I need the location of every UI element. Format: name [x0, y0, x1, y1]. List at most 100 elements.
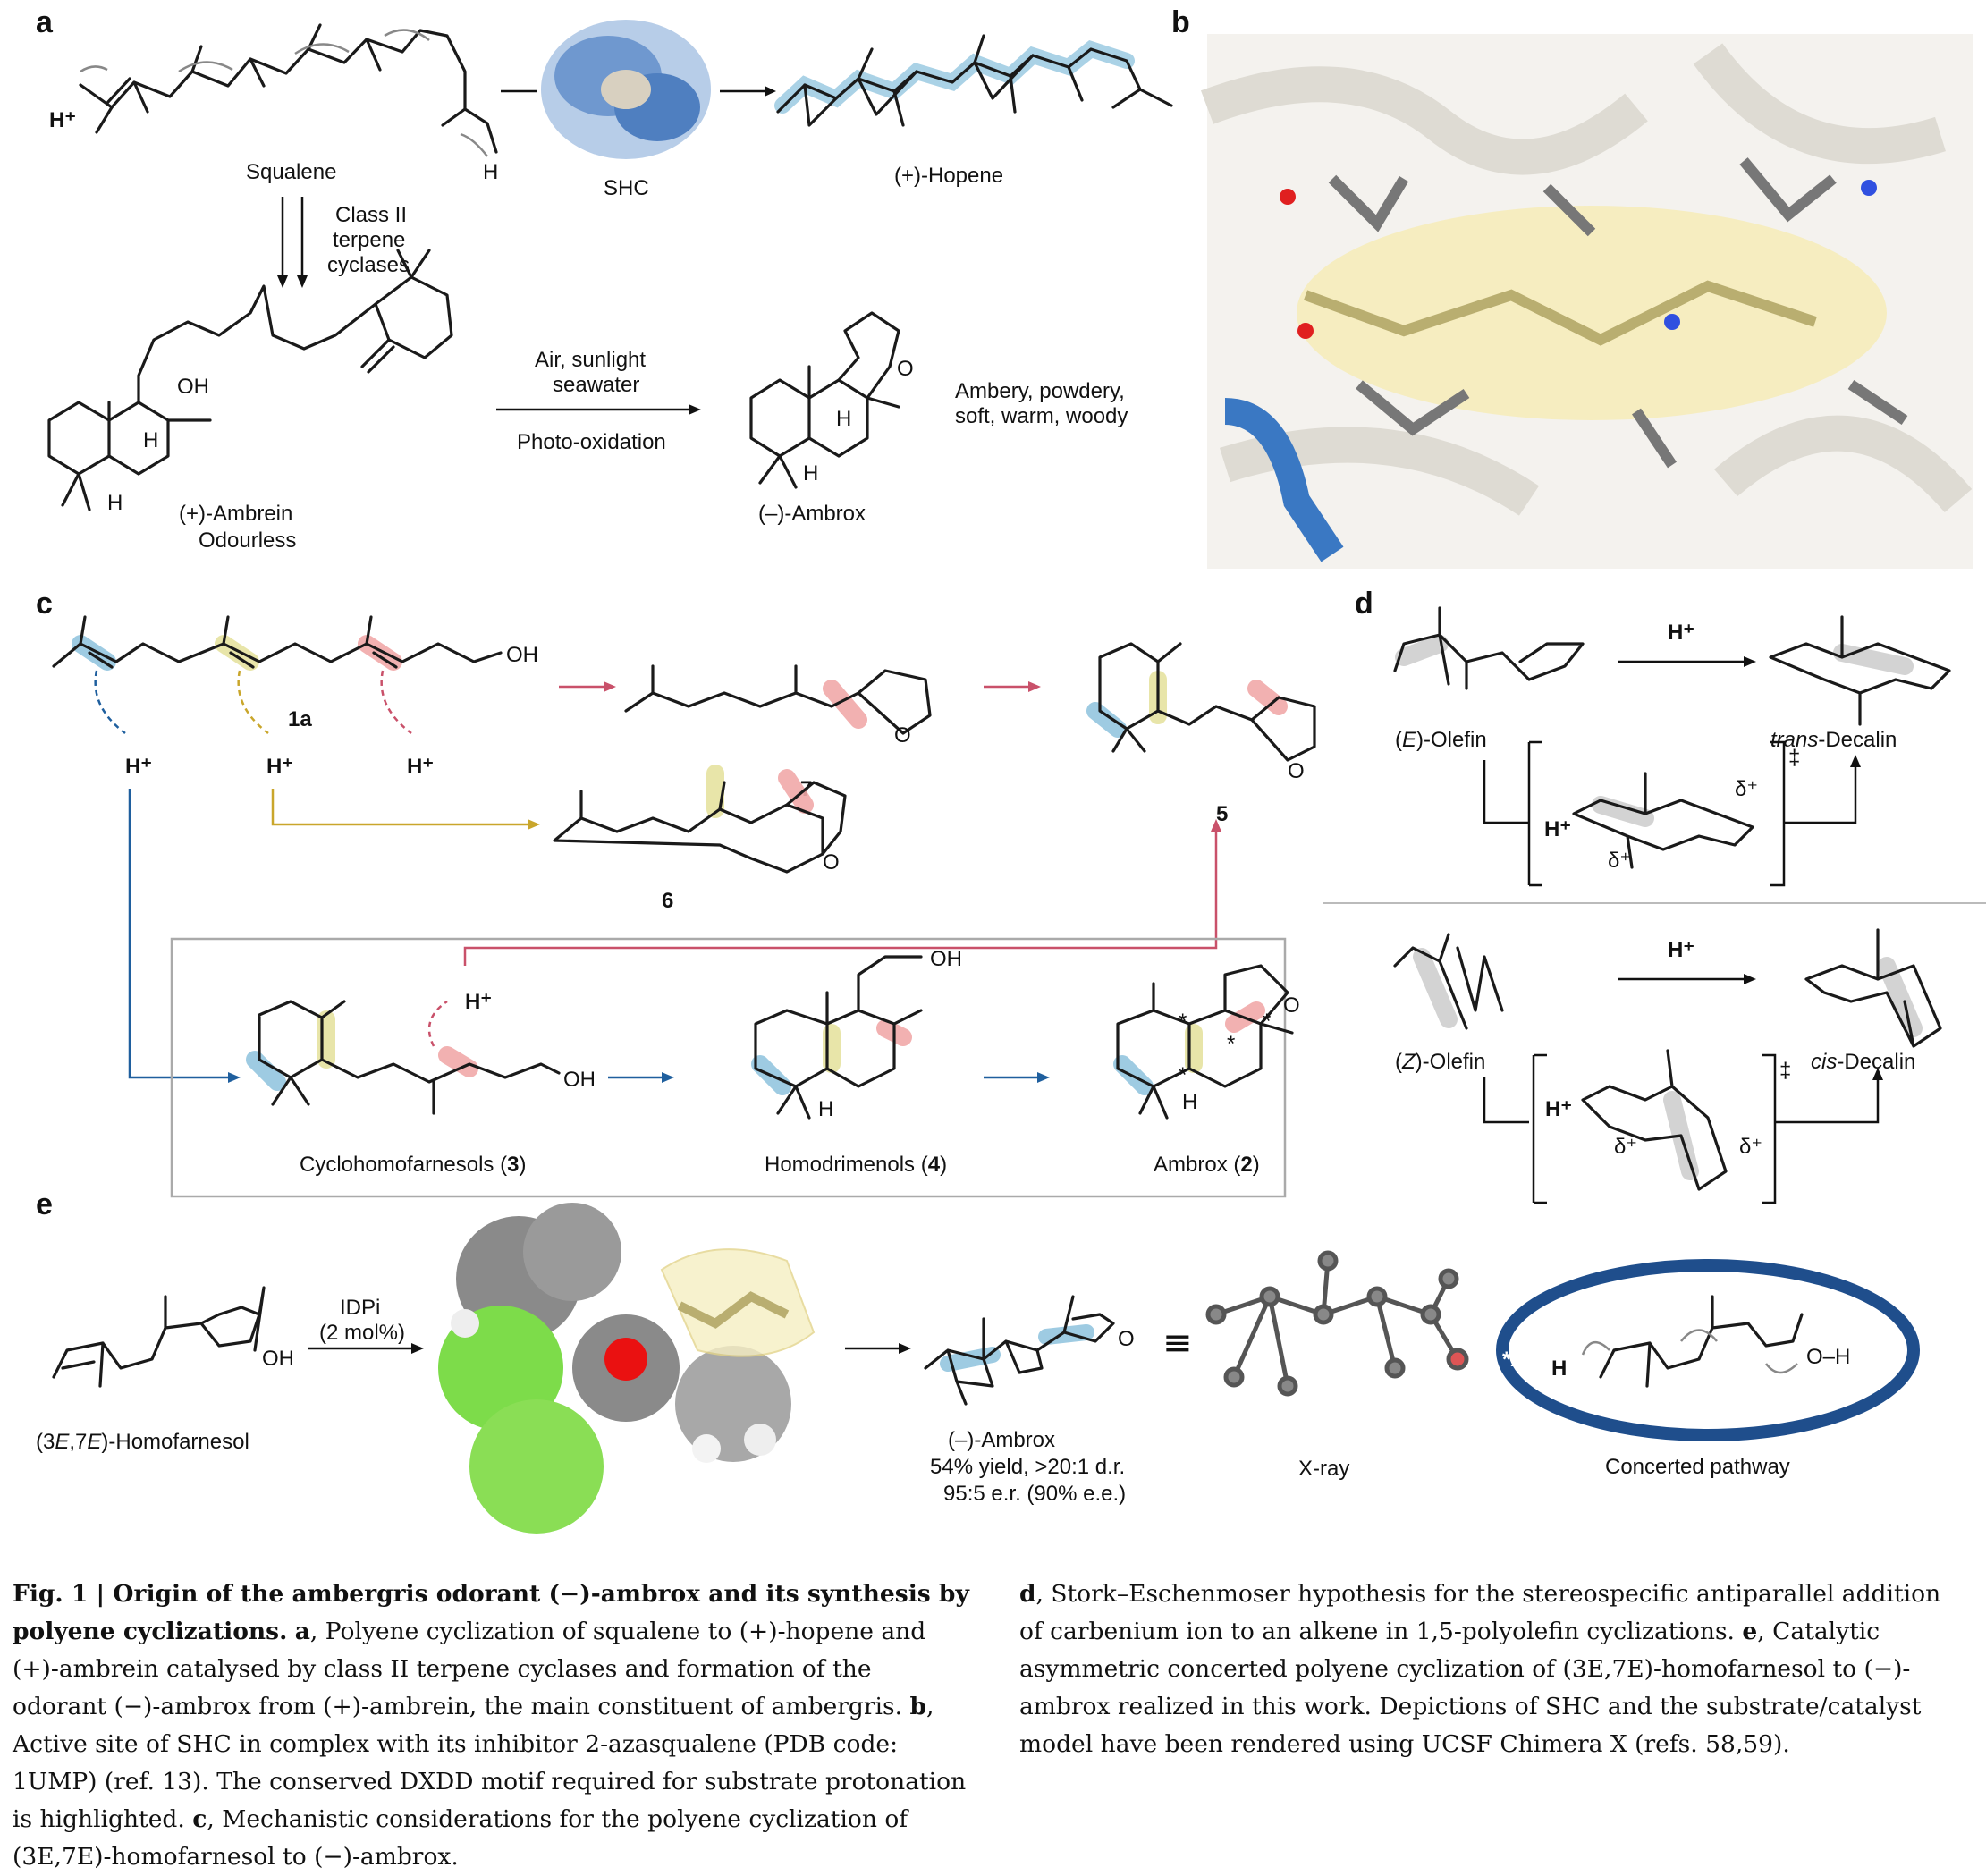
caption-e-text: , Catalytic asymmetric concerted polyene… [1019, 1618, 1922, 1758]
caption-left: Fig. 1 | Origin of the ambergris odorant… [13, 1576, 969, 1876]
caption-a-text: , Polyene cyclization of squalene to (+)… [13, 1618, 926, 1720]
curved-arrow-icon [460, 132, 488, 157]
h-atom-label: H [483, 160, 498, 184]
e-homofarnesol-name: (3E,7E)-Homofarnesol [36, 1430, 249, 1454]
photo-oxidation: Photo-oxidation [517, 430, 666, 454]
ambrox-o: O [897, 357, 914, 381]
idpi-catalyst-model [438, 1203, 816, 1534]
caption-d-label: d [1019, 1580, 1036, 1608]
e-ambrox-o: O [1118, 1327, 1135, 1351]
curved-arrow-icon [384, 29, 430, 41]
air-line1: Air, sunlight [535, 348, 646, 372]
caption-right: d, Stork–Eschenmoser hypothesis for the … [1019, 1576, 1967, 1763]
ambrox-h1: H [836, 407, 851, 431]
class-ii-line1: Class II [335, 203, 407, 227]
panel-c: c OH 1a H⁺ H⁺ H⁺ O 7 O 5 O 6 H⁺ OH Cy [36, 587, 1316, 1198]
c-4-h: H [818, 1097, 833, 1121]
ambrein-name: (+)-Ambrein [179, 502, 292, 526]
odour-line1: Ambery, powdery, [955, 379, 1125, 403]
class-ii-line2: terpene [333, 228, 405, 252]
c-2-o: O [1283, 993, 1300, 1018]
ambrein-odourless: Odourless [199, 528, 296, 553]
ambrein-h2: H [107, 491, 123, 515]
c-1a-label: 1a [288, 707, 312, 731]
panel-a: a H⁺ H Squalene SHC (+)-Hopene Class II … [36, 5, 1173, 553]
c-2-star-3: * [1263, 1010, 1271, 1034]
panel-b: b [1171, 5, 1973, 569]
caption-b-text: , Active site of SHC in complex with its… [13, 1693, 967, 1833]
panel-e: e OH (3E,7E)-Homofarnesol IDPi (2 mol%) … [36, 1189, 1920, 1534]
c-6-label: 6 [662, 889, 673, 913]
d-ts1-delta1: δ⁺ [1735, 777, 1758, 801]
class-ii-line3: cyclases [327, 253, 410, 277]
c-3-h-plus: H⁺ [465, 990, 492, 1014]
panel-a-label: a [36, 5, 54, 39]
e-star-xh: *X [1502, 1348, 1525, 1372]
ambrox-h2: H [803, 461, 818, 486]
d-z-olefin: (Z)-Olefin [1395, 1050, 1485, 1074]
e-ambrox-er: 95:5 e.r. (90% e.e.) [943, 1482, 1126, 1506]
air-line2: seawater [553, 373, 639, 397]
ambrein-structure [47, 249, 453, 511]
d-bottom-h-plus: H⁺ [1668, 938, 1694, 962]
c-1a-oh: OH [506, 643, 538, 667]
e-concerted-label: Concerted pathway [1605, 1455, 1790, 1479]
c-2-name: Ambrox (2) [1154, 1153, 1260, 1177]
c-3-name: Cyclohomofarnesols (3) [300, 1153, 526, 1177]
curved-arrow-icon [294, 43, 350, 55]
c-h-plus-red: H⁺ [407, 755, 434, 779]
caption-e-label: e [1742, 1618, 1758, 1645]
c-2-h: H [1182, 1090, 1197, 1114]
c-h-plus-yellow: H⁺ [266, 755, 293, 779]
e-ambrox-name: (–)-Ambrox [948, 1428, 1055, 1452]
caption-b-label: b [909, 1693, 927, 1720]
caption-title: Origin of the ambergris odorant (−)-ambr… [13, 1580, 969, 1645]
d-ts1-ddagger: ‡ [1788, 746, 1800, 770]
d-top-h-plus: H⁺ [1668, 621, 1694, 645]
c-4-name: Homodrimenols (4) [765, 1153, 947, 1177]
panel-e-label: e [36, 1189, 53, 1221]
caption-c-label: c [192, 1805, 207, 1833]
e-h-atom: H [1551, 1356, 1567, 1381]
e-xray-label: X-ray [1298, 1457, 1349, 1481]
caption-fig: Fig. 1 | [13, 1580, 114, 1608]
e-ambrox-yield: 54% yield, >20:1 d.r. [930, 1455, 1125, 1479]
c-2-star-4: * [1179, 1063, 1187, 1087]
d-ts2-delta2: δ⁺ [1739, 1135, 1762, 1159]
odour-line2: soft, warm, woody [955, 404, 1128, 428]
ambrox-name: (–)-Ambrox [758, 502, 866, 526]
c-2-star-1: * [1179, 1010, 1187, 1034]
e-homofarnesol-oh: OH [262, 1347, 294, 1371]
curved-arrow-icon [178, 61, 233, 73]
d-ts1-delta2: δ⁺ [1608, 849, 1631, 873]
ambrox-structure [749, 311, 900, 489]
shc-active-site-image [1200, 34, 1973, 569]
shc-label: SHC [604, 176, 649, 200]
c-2-star-2: * [1227, 1032, 1235, 1056]
h-plus-label: H⁺ [49, 108, 76, 132]
d-ts2-delta1: δ⁺ [1614, 1135, 1637, 1159]
e-mol: (2 mol%) [319, 1321, 405, 1345]
panel-d: d (E)-Olefin H⁺ trans-Decalin H⁺ δ⁺ δ⁺ ‡… [1323, 587, 1986, 1204]
panel-d-label: d [1355, 587, 1373, 621]
d-e-olefin: (E)-Olefin [1395, 728, 1487, 752]
d-cis-decalin: cis-Decalin [1811, 1050, 1915, 1074]
squalene-structure [79, 23, 498, 154]
curved-arrow-icon [80, 65, 108, 73]
concerted-ellipse [1496, 1259, 1920, 1441]
e-idpi: IDPi [340, 1296, 380, 1320]
ambrein-oh: OH [177, 375, 209, 399]
hopene-structure [774, 34, 1173, 127]
panel-b-label: b [1171, 5, 1190, 39]
d-ts1-h-plus: H⁺ [1544, 817, 1571, 841]
shc-protein-image [541, 20, 711, 159]
e-o-h: O–H [1806, 1345, 1850, 1369]
d-ts2-h-plus: H⁺ [1545, 1097, 1572, 1121]
c-4-oh: OH [930, 947, 962, 971]
c-6-o: O [823, 850, 840, 875]
c-7-o: O [894, 723, 911, 748]
hopene-name: (+)-Hopene [894, 164, 1003, 188]
c-5-o: O [1288, 759, 1305, 783]
caption-a-label: a [294, 1618, 310, 1645]
c-h-plus-blue: H⁺ [125, 755, 152, 779]
